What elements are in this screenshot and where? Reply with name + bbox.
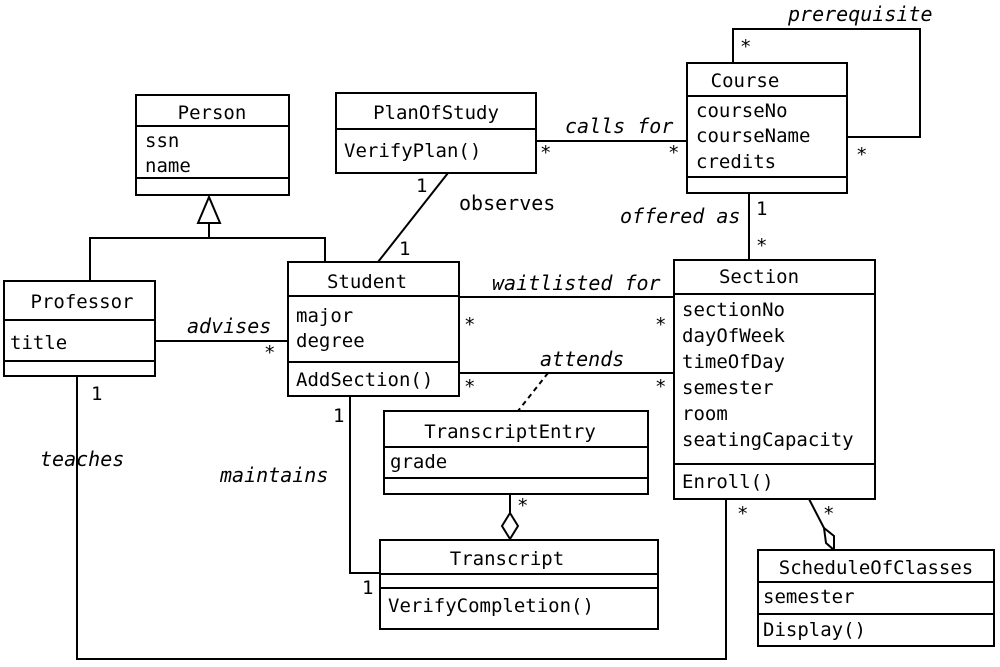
attribute: title: [10, 332, 67, 354]
attribute: sectionNo: [682, 299, 785, 321]
attribute: grade: [390, 451, 447, 473]
multiplicity: *: [264, 342, 275, 364]
class-section[interactable]: Section sectionNo dayOfWeek timeOfDay se…: [673, 259, 876, 500]
class-name: ScheduleOfClasses: [779, 557, 973, 579]
waitlisted-for-label: waitlisted for: [492, 271, 661, 295]
class-plan-of-study[interactable]: PlanOfStudy VerifyPlan(): [335, 92, 537, 174]
attribute: courseNo: [696, 100, 788, 122]
maintains-line: [349, 396, 381, 574]
multiplicity: 1: [756, 198, 767, 220]
advises-label: advises: [187, 314, 271, 338]
prerequisite-label: prerequisite: [787, 2, 933, 26]
class-student[interactable]: Student major degree AddSection(): [287, 261, 460, 397]
schedule-aggregation-line: [808, 498, 825, 529]
generalization-triangle-icon: [196, 194, 222, 224]
multiplicity: 1: [416, 175, 427, 197]
multiplicity: *: [823, 503, 834, 525]
attribute: dayOfWeek: [682, 325, 786, 347]
class-professor[interactable]: Professor title: [3, 280, 156, 377]
maintains-label: maintains: [219, 463, 328, 487]
attends-association-dashed-line: [517, 372, 549, 412]
operation: VerifyPlan(): [344, 140, 481, 162]
offered-as-label: offered as: [620, 204, 740, 228]
attribute: seatingCapacity: [682, 429, 854, 451]
class-course[interactable]: Course courseNo courseName credits: [686, 62, 848, 194]
attribute: timeOfDay: [682, 351, 785, 373]
multiplicity: *: [737, 503, 748, 525]
calls-for-label: calls for: [565, 114, 673, 138]
teaches-label: teaches: [40, 447, 124, 471]
operation: Enroll(): [682, 471, 774, 493]
multiplicity: *: [517, 495, 528, 517]
class-person[interactable]: Person ssn name: [135, 94, 290, 196]
class-name: TranscriptEntry: [424, 421, 596, 443]
class-transcript[interactable]: Transcript VerifyCompletion(): [379, 539, 659, 630]
attribute: degree: [296, 330, 365, 352]
generalization-line: [89, 237, 326, 281]
operation: Display(): [763, 619, 866, 641]
association-lines: [76, 28, 921, 660]
attribute: room: [682, 403, 728, 425]
multiplicity: *: [756, 235, 767, 257]
teaches-line: [76, 376, 727, 660]
operation: VerifyCompletion(): [388, 595, 594, 617]
class-transcript-entry[interactable]: TranscriptEntry grade: [383, 410, 649, 495]
multiplicity: 1: [399, 238, 410, 260]
schedule-aggregation-diamond-icon: [822, 525, 835, 553]
attribute: ssn: [145, 130, 179, 152]
attribute: credits: [696, 151, 776, 173]
class-name: PlanOfStudy: [373, 102, 499, 124]
observes-line: [377, 172, 449, 263]
multiplicity: *: [655, 314, 666, 336]
class-name: Person: [178, 102, 247, 124]
attribute: courseName: [696, 125, 810, 147]
class-name: Student: [327, 271, 407, 293]
attends-label: attends: [540, 347, 624, 371]
multiplicity: *: [668, 142, 679, 164]
observes-label: observes: [459, 191, 555, 215]
attribute: name: [145, 155, 191, 177]
class-name: Section: [719, 266, 799, 288]
attribute: semester: [682, 377, 774, 399]
class-name: Professor: [31, 291, 134, 313]
attribute: semester: [763, 586, 855, 608]
multiplicity: *: [540, 142, 551, 164]
class-name: Transcript: [450, 548, 564, 570]
multiplicity: *: [464, 376, 475, 398]
transcript-aggregation-diamond-icon: [500, 511, 520, 541]
multiplicity: *: [856, 144, 867, 166]
operation: AddSection(): [296, 369, 433, 391]
multiplicity: 1: [362, 577, 373, 599]
multiplicity: *: [655, 376, 666, 398]
class-name: Course: [711, 70, 780, 92]
class-schedule-of-classes[interactable]: ScheduleOfClasses semester Display(): [757, 549, 995, 647]
multiplicity: 1: [91, 383, 102, 405]
attribute: major: [296, 305, 353, 327]
multiplicity: *: [740, 36, 751, 58]
multiplicity: 1: [333, 405, 344, 427]
multiplicity: *: [464, 314, 475, 336]
prerequisite-loop-line: [732, 28, 921, 138]
